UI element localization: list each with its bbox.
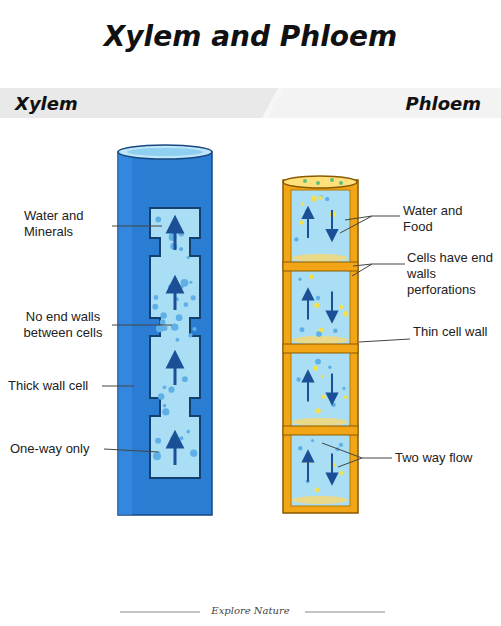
callout-label: Thick wall cell bbox=[8, 378, 102, 394]
leader-lines bbox=[102, 216, 410, 467]
diagram-title: Xylem and Phloem bbox=[0, 20, 501, 53]
callout-label: No end walls between cells bbox=[14, 309, 112, 341]
callout-label: Water and Food bbox=[403, 203, 493, 235]
header-band: Phloem bbox=[270, 88, 501, 118]
band-label: Xylem bbox=[15, 93, 78, 114]
header-band: Xylem bbox=[0, 88, 262, 118]
callout-label: Two way flow bbox=[395, 450, 495, 466]
footer-caption: Explore Nature bbox=[207, 605, 293, 616]
phloem-sieve-tube bbox=[283, 176, 358, 513]
callout-label: Water and Minerals bbox=[24, 208, 112, 240]
xylem-vessel bbox=[118, 145, 212, 515]
xylem-band-shape bbox=[0, 88, 278, 118]
header-ground bbox=[0, 88, 501, 118]
phloem-band-shape bbox=[268, 88, 501, 118]
band-label: Phloem bbox=[405, 93, 481, 114]
callout-label: One-way only bbox=[10, 441, 104, 457]
callout-label: Cells have end walls perforations bbox=[407, 250, 497, 298]
callout-label: Thin cell wall bbox=[413, 324, 493, 340]
